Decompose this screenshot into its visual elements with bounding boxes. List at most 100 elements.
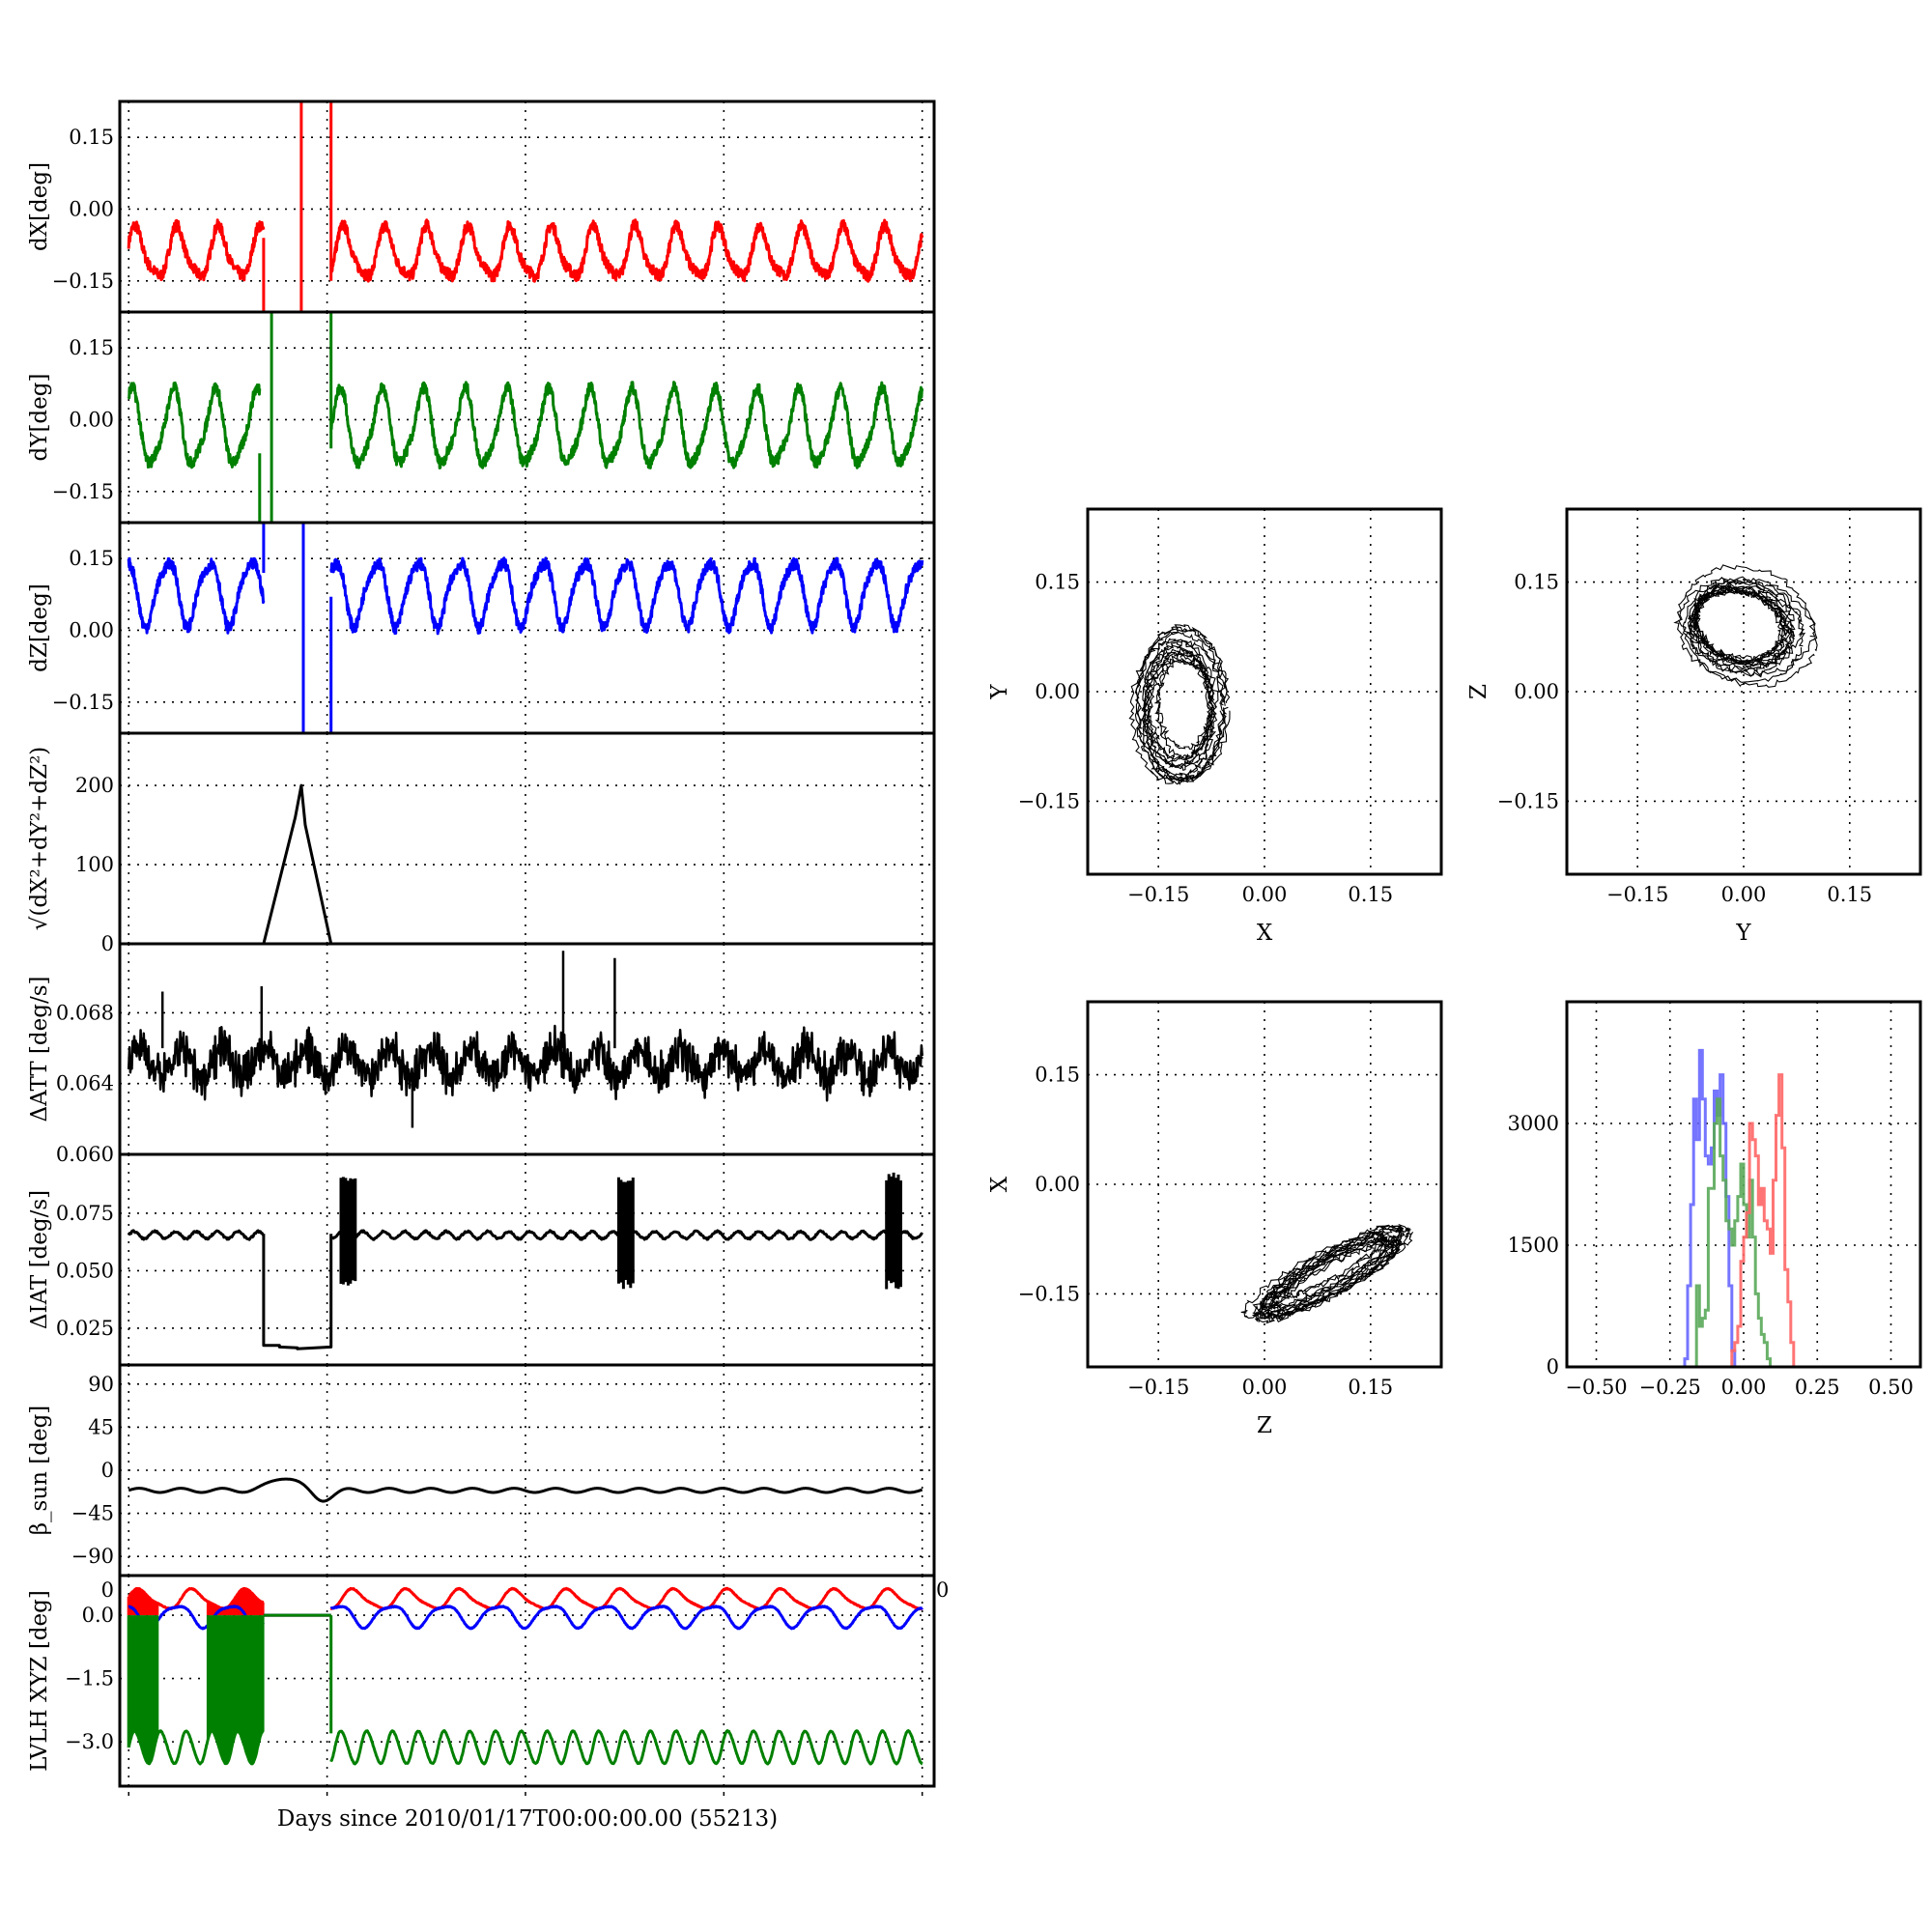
y-tick-label: 1500	[1508, 1234, 1559, 1257]
y-tick-label: 0.15	[69, 126, 114, 149]
y-tick-label: 0.00	[1035, 1173, 1080, 1196]
y-axis-label: β_sun [deg]	[27, 1406, 52, 1536]
y-axis-label: dY[deg]	[27, 374, 52, 462]
plot-frame	[1565, 1000, 1922, 1369]
histogram-Z-step	[1567, 1048, 1920, 1369]
scatter-trace	[1134, 630, 1225, 785]
scatter-trace	[1280, 1233, 1388, 1299]
scatter-trace	[1688, 588, 1792, 673]
y-tick-label: 0.15	[69, 336, 114, 359]
scatter-trace	[1142, 650, 1211, 768]
series-dY-dY-line	[127, 381, 262, 469]
y-tick-label: 0.00	[69, 408, 114, 431]
y-axis-label: ΔIAT [deg/s]	[27, 1190, 52, 1329]
y-axis-label: LVLH XYZ [deg]	[27, 1590, 52, 1772]
y-axis-label: ΔATT [deg/s]	[27, 977, 52, 1122]
x-tick-label: 0.15	[1348, 883, 1393, 906]
series-datt-ΔATT-line	[127, 1024, 923, 1102]
x-tick-label: 0.50	[1868, 1376, 1914, 1399]
panel-lvlh: −3.0 −1.5 0.0 LVLH XYZ [deg]	[27, 1574, 936, 1788]
scatter-trace	[1251, 1223, 1412, 1320]
scatter-trace	[1692, 585, 1787, 666]
x-tick-label: −0.15	[1127, 1376, 1189, 1399]
y-axis-label: Y	[987, 684, 1012, 700]
series-dX-dX-line	[329, 218, 924, 283]
scatter-trace	[1687, 583, 1793, 670]
series-beta-β_sun-line	[128, 1477, 923, 1503]
y-tick-label: 0.00	[1035, 680, 1080, 703]
panel-dZ: −0.15 0.00 0.15 dZ[deg]	[27, 521, 936, 735]
plot-frame	[1086, 507, 1443, 876]
y-tick-label: 200	[75, 774, 114, 797]
y-axis-label: X	[987, 1176, 1012, 1192]
series-diat-segment	[262, 1234, 333, 1350]
x-axis-label: Days since 2010/01/17T00:00:00.00 (55213…	[277, 1806, 778, 1832]
series-diat-ΔIAT-line	[127, 1229, 265, 1241]
plot-frame	[1086, 1000, 1443, 1369]
y-tick-label: 0.00	[69, 618, 114, 641]
y-axis-label: dX[deg]	[27, 162, 52, 251]
y-tick-label: 0.0	[82, 1604, 114, 1627]
x-tick-label: 0	[936, 1578, 949, 1602]
y-tick-label: 90	[88, 1373, 114, 1396]
y-tick-label: −0.15	[1497, 789, 1559, 812]
y-tick-label: 0	[1547, 1355, 1559, 1378]
series-dZ-dZ-line	[329, 556, 924, 636]
y-tick-label: 0.15	[1514, 571, 1559, 594]
y-tick-label: −1.5	[65, 1667, 114, 1690]
x-tick-label: 0.15	[1348, 1376, 1393, 1399]
scatter-trace	[1144, 643, 1213, 762]
y-tick-label: 0.060	[56, 1143, 114, 1166]
series-lvlh-X-line	[329, 1586, 923, 1611]
panel-frame	[118, 1152, 936, 1367]
scatter-trace	[1147, 658, 1213, 769]
y-tick-label: −3.0	[65, 1730, 114, 1753]
scatter-trace	[1691, 585, 1789, 667]
scatter-trace	[1141, 639, 1219, 772]
y-tick-label: 0.00	[69, 197, 114, 220]
series-norm-segment	[262, 783, 333, 944]
x-tick-label: 0.25	[1795, 1376, 1840, 1399]
y-tick-label: 0.050	[56, 1259, 114, 1282]
y-tick-label: −90	[71, 1545, 114, 1568]
scatter-trace	[1682, 576, 1818, 688]
histogram-Y-step	[1567, 1097, 1920, 1369]
y-tick-label: −0.15	[52, 691, 114, 714]
y-tick-label: 0.15	[1035, 571, 1080, 594]
y-tick-label: −0.15	[52, 480, 114, 503]
plot-frame	[1565, 507, 1922, 876]
y-tick-label: 0	[101, 932, 114, 955]
y-tick-label: 0.068	[56, 1001, 114, 1024]
y-tick-label: 0	[101, 1459, 114, 1482]
y-axis-label: dZ[deg]	[27, 583, 52, 672]
y-tick-label: −0.15	[1018, 789, 1080, 812]
y-tick-label: 0.15	[69, 547, 114, 570]
histogram-X-step	[1567, 1073, 1920, 1369]
x-tick-label: 0.00	[1242, 1376, 1288, 1399]
y-tick-label: −0.15	[1018, 1282, 1080, 1305]
x-tick-label: −0.25	[1639, 1376, 1701, 1399]
y-axis-label: Z	[1466, 684, 1492, 699]
series-lvlh-Y-line	[329, 1729, 923, 1766]
y-tick-label: 0.064	[56, 1072, 114, 1095]
scatter-trace	[1673, 577, 1806, 683]
y-axis-label: √(dX²+dY²+dZ²)	[27, 747, 52, 931]
panel-frame	[118, 1574, 936, 1788]
series-dX-dX-line	[127, 218, 266, 282]
y-tick-label: 3000	[1508, 1112, 1559, 1135]
x-axis-label: Y	[1735, 921, 1751, 946]
scatter-trace	[1142, 628, 1231, 781]
series-dZ-dZ-line	[127, 556, 266, 635]
panel-dY: −0.15 0.00 0.15 dY[deg]	[27, 310, 936, 525]
series-lvlh-Z-line	[329, 1605, 923, 1631]
x-tick-label: −0.50	[1565, 1376, 1627, 1399]
x-tick-label: 0.15	[1827, 883, 1872, 906]
